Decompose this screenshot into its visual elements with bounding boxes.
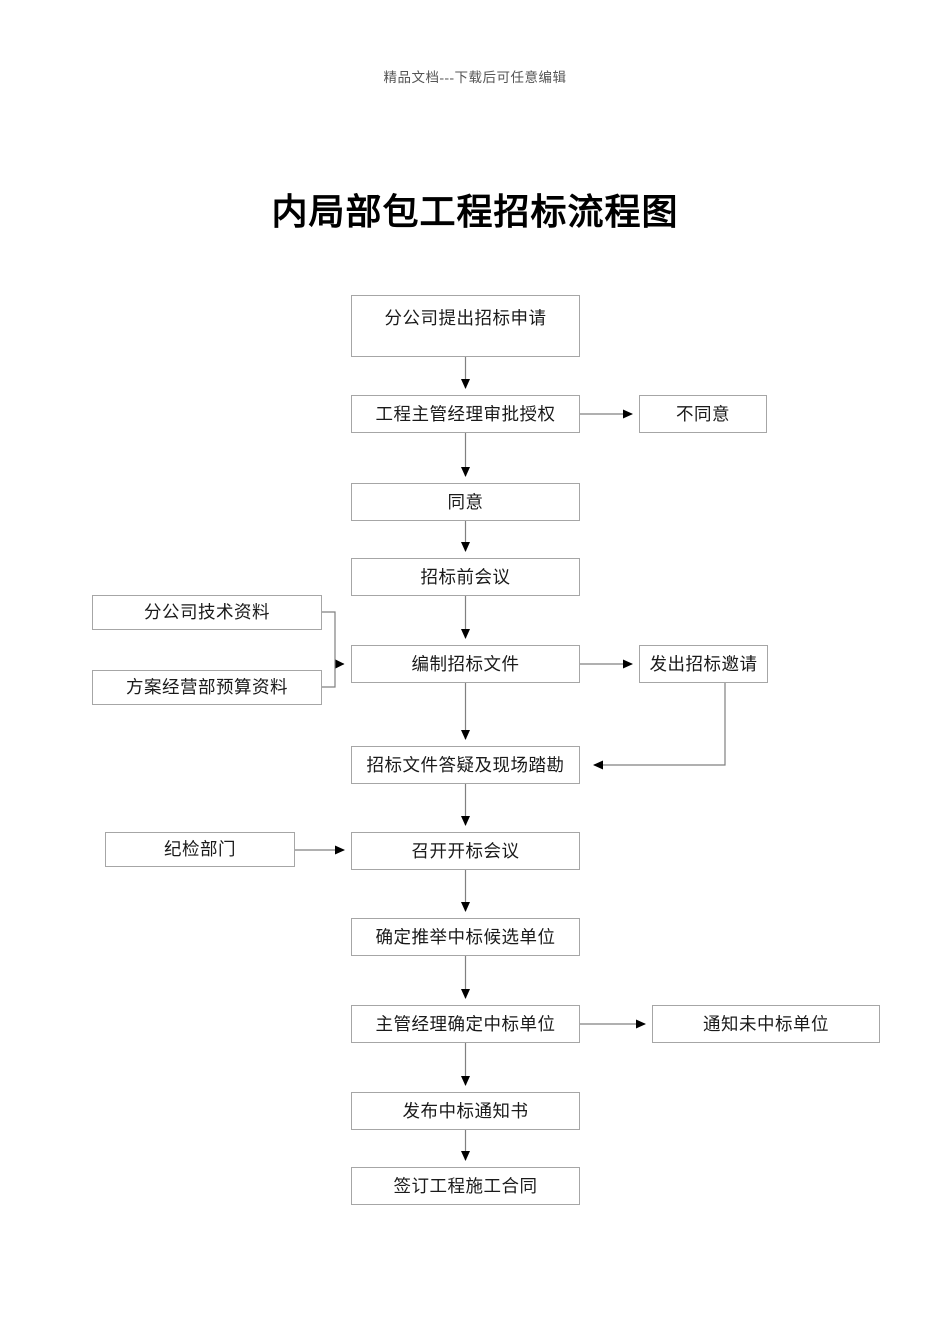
flow-node-discipline-department[interactable]: 纪检部门 (105, 832, 295, 867)
flow-node-qa-and-site-survey[interactable]: 招标文件答疑及现场踏勘 (351, 746, 580, 784)
flow-node-notify-unsuccessful-bidders[interactable]: 通知未中标单位 (652, 1005, 880, 1043)
flow-node-pre-bid-meeting[interactable]: 招标前会议 (351, 558, 580, 596)
flow-node-branch-technical-data[interactable]: 分公司技术资料 (92, 595, 322, 630)
flow-node-branch-application[interactable]: 分公司提出招标申请 (351, 295, 580, 357)
flow-node-manager-approval[interactable]: 工程主管经理审批授权 (351, 395, 580, 433)
edge-n5r-n6 (593, 683, 726, 770)
flow-node-disagree[interactable]: 不同意 (639, 395, 767, 433)
flow-node-issue-bid-invitation[interactable]: 发出招标邀请 (639, 645, 768, 683)
document-header-note: 精品文档---下载后可任意编辑 (383, 70, 567, 85)
flow-node-prepare-bid-documents[interactable]: 编制招标文件 (351, 645, 580, 683)
flow-node-budget-data[interactable]: 方案经营部预算资料 (92, 670, 322, 705)
edge-left-merge-bracket (322, 611, 336, 688)
flow-node-sign-construction-contract[interactable]: 签订工程施工合同 (351, 1167, 580, 1205)
flow-node-agree[interactable]: 同意 (351, 483, 580, 521)
flow-node-manager-selects-winner[interactable]: 主管经理确定中标单位 (351, 1005, 580, 1043)
flow-node-bid-opening-meeting[interactable]: 召开开标会议 (351, 832, 580, 870)
flow-node-issue-award-notice[interactable]: 发布中标通知书 (351, 1092, 580, 1130)
flow-node-recommend-candidates[interactable]: 确定推举中标候选单位 (351, 918, 580, 956)
page-title: 内局部包工程招标流程图 (271, 192, 679, 232)
